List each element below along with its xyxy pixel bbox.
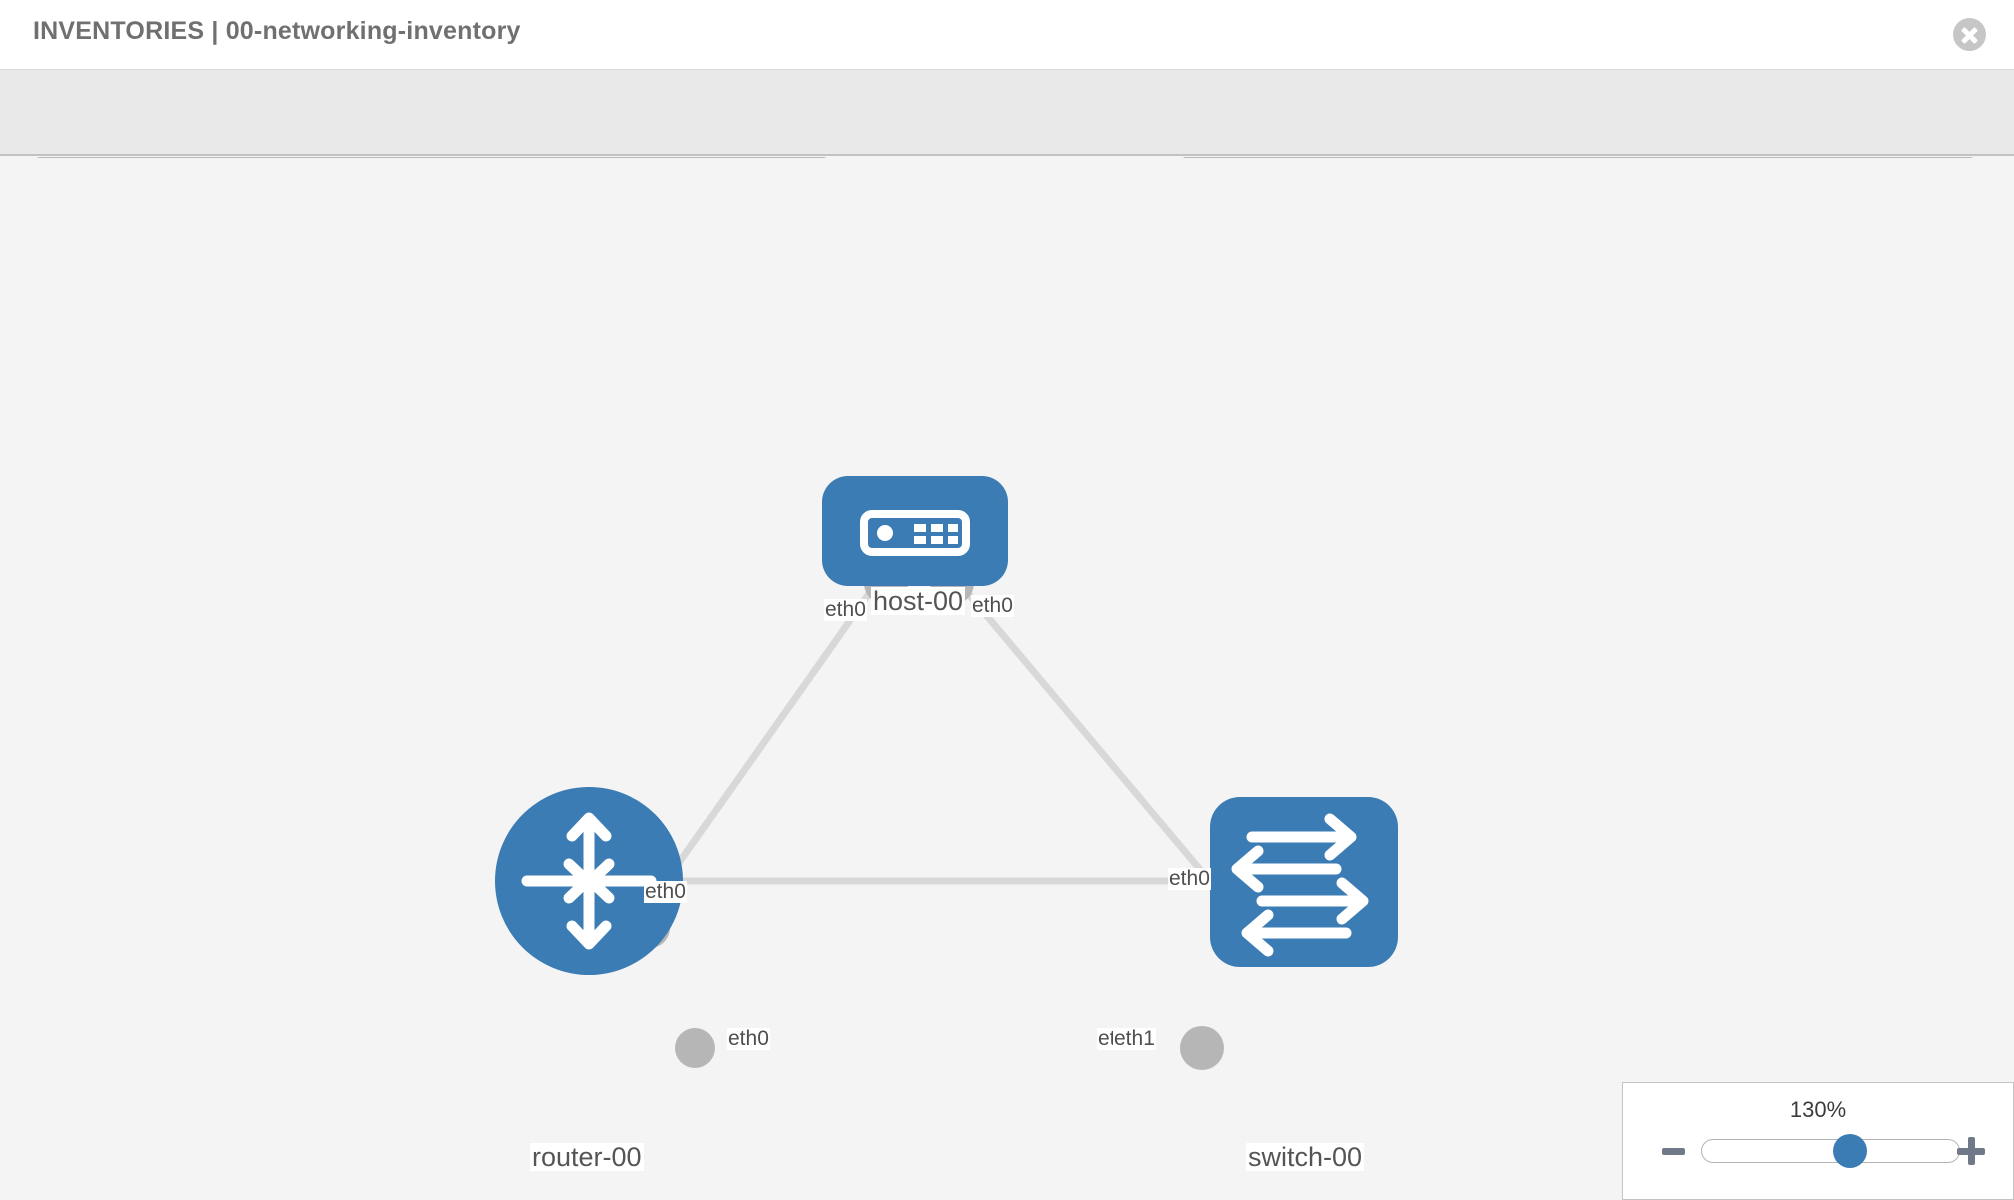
node-label-host-00: host-00 bbox=[871, 586, 966, 616]
toolbar: ACTIONS SEARC bbox=[0, 70, 2014, 209]
topology-connectors bbox=[630, 561, 1262, 1070]
edge-label-switch00-uplink: eth0 bbox=[1168, 867, 1211, 891]
server-icon bbox=[860, 510, 970, 556]
page-title: INVENTORIES | 00-networking-inventory bbox=[33, 17, 521, 45]
node-label-switch-00: switch-00 bbox=[1246, 1142, 1365, 1172]
topology-graph bbox=[495, 476, 1398, 1070]
topology-canvas[interactable]: eth0 eth0 eth0 eth0 eth0 eth0 eth1 host-… bbox=[0, 158, 2014, 1200]
zoom-slider[interactable] bbox=[1701, 1134, 1960, 1168]
switch-arrows-icon bbox=[1231, 813, 1369, 957]
zoom-out-button[interactable] bbox=[1662, 1148, 1685, 1155]
connector-dot bbox=[1180, 1026, 1224, 1070]
zoom-in-button[interactable] bbox=[1957, 1137, 1985, 1165]
zoom-level-value: 130% bbox=[1789, 1097, 1847, 1122]
node-label-router-00: router-00 bbox=[530, 1142, 644, 1172]
close-icon[interactable] bbox=[1953, 18, 1986, 51]
link-host00-switch00 bbox=[952, 575, 1248, 926]
node-router-00 bbox=[495, 787, 683, 975]
edge-label-router00-eth0: eth0 bbox=[727, 1027, 770, 1051]
zoom-slider-thumb[interactable] bbox=[1832, 1134, 1867, 1168]
edge-label-host00-left: eth0 bbox=[824, 598, 867, 622]
connector-dot bbox=[675, 1028, 715, 1068]
four-arrows-icon bbox=[521, 812, 657, 950]
node-switch-00 bbox=[1210, 797, 1398, 967]
edge-label-router00-uplink: eth0 bbox=[644, 880, 687, 904]
node-host-00 bbox=[822, 476, 1008, 586]
window-header: INVENTORIES | 00-networking-inventory bbox=[0, 0, 2014, 70]
edge-label-switch00-eth1: eth1 bbox=[1113, 1027, 1156, 1051]
edge-label-host00-right: eth0 bbox=[971, 594, 1014, 618]
topology-links bbox=[637, 575, 1248, 926]
zoom-control-panel: 130% bbox=[1622, 1082, 2014, 1200]
